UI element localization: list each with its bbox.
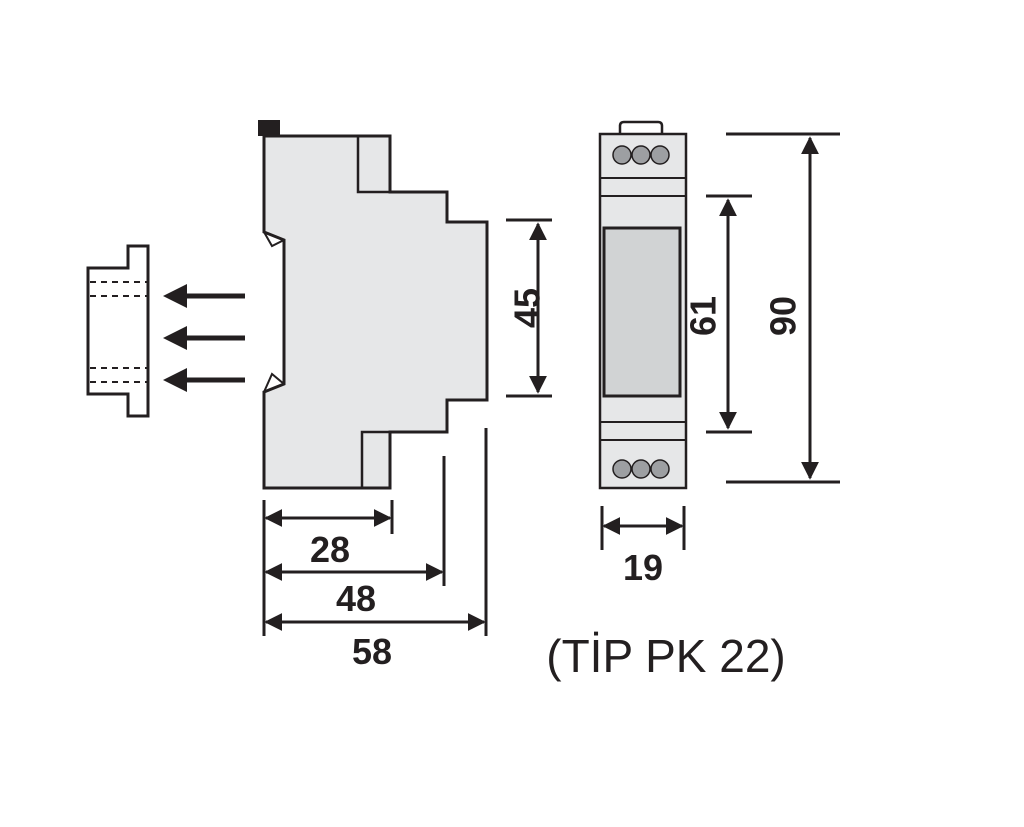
- top-latch: [618, 120, 664, 134]
- terminal-screw: [631, 145, 651, 165]
- device-front-view: [598, 120, 688, 490]
- type-label: (TİP PK 22): [546, 630, 785, 682]
- depth-dimension-lines: [262, 428, 488, 636]
- top-tab: [258, 120, 280, 136]
- total-height-dimension: [726, 132, 840, 484]
- mounting-arrows: [163, 284, 245, 392]
- dim-label-58: 58: [352, 631, 392, 672]
- display-window: [602, 226, 682, 398]
- dim-label-45: 45: [507, 288, 548, 328]
- dim-label-48: 48: [336, 578, 376, 619]
- terminal-screw: [612, 145, 632, 165]
- front-height-dimension: [506, 218, 552, 398]
- dim-label-90: 90: [763, 296, 804, 336]
- dim-label-61: 61: [683, 296, 724, 336]
- terminal-screw: [650, 145, 670, 165]
- upper-terminal-block: [356, 134, 392, 194]
- device-side-view: [258, 120, 489, 490]
- lower-terminal-block: [360, 430, 392, 490]
- window-height-dimension: [706, 194, 752, 434]
- din-rail-clip: [86, 244, 150, 418]
- terminal-screw: [650, 459, 670, 479]
- dim-label-28: 28: [310, 529, 350, 570]
- dim-label-19: 19: [623, 547, 663, 588]
- width-dimension: [600, 506, 686, 550]
- terminal-screw: [612, 459, 632, 479]
- terminal-screw: [631, 459, 651, 479]
- side-body-outline: [262, 134, 489, 490]
